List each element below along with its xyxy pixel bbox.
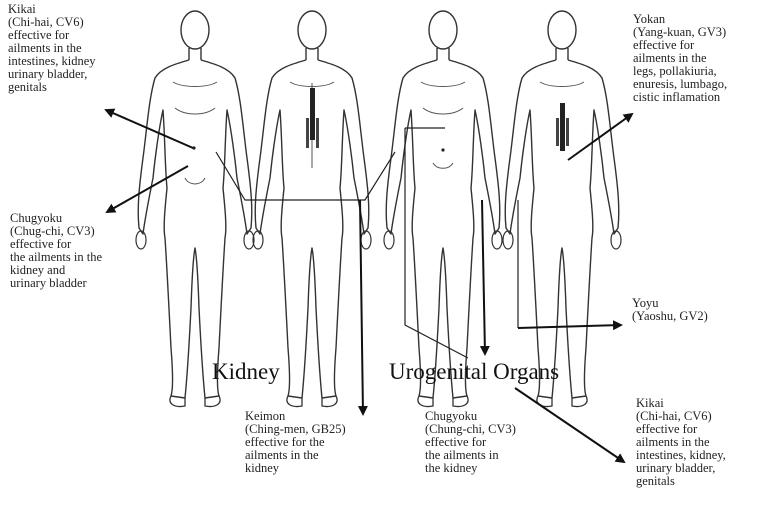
heading-urogenital: Urogenital Organs [389, 360, 559, 384]
label-chugyoku-left: Chugyoku (Chug-chi, CV3) effective for t… [10, 212, 160, 290]
spine-points-1 [306, 88, 319, 148]
arrow-yoyu [518, 325, 621, 328]
label-keimon: Keimon (Ching-men, GB25) effective for t… [245, 410, 415, 475]
front-figure-1 [136, 11, 254, 407]
label-yoyu: Yoyu (Yaoshu, GV2) [632, 297, 772, 323]
heading-kidney: Kidney [212, 360, 280, 384]
label-kikai-bottom: Kikai (Chi-hai, CV6) effective for ailme… [636, 397, 776, 488]
label-kikai-top: Kikai (Chi-hai, CV6) effective for ailme… [8, 3, 148, 94]
arrow-chugyoku-bottom [482, 200, 485, 354]
arrow-keimon [360, 200, 363, 414]
label-yokan: Yokan (Yang-kuan, GV3) effective for ail… [633, 13, 773, 104]
label-chugyoku-bottom: Chugyoku (Chung-chi, CV3) effective for … [425, 410, 565, 475]
arrow-yokan [568, 114, 632, 160]
arrow-kikai-top [106, 110, 193, 148]
spine-points-2 [556, 103, 569, 151]
back-figure-1 [253, 11, 371, 407]
back-figure-2 [503, 11, 621, 407]
